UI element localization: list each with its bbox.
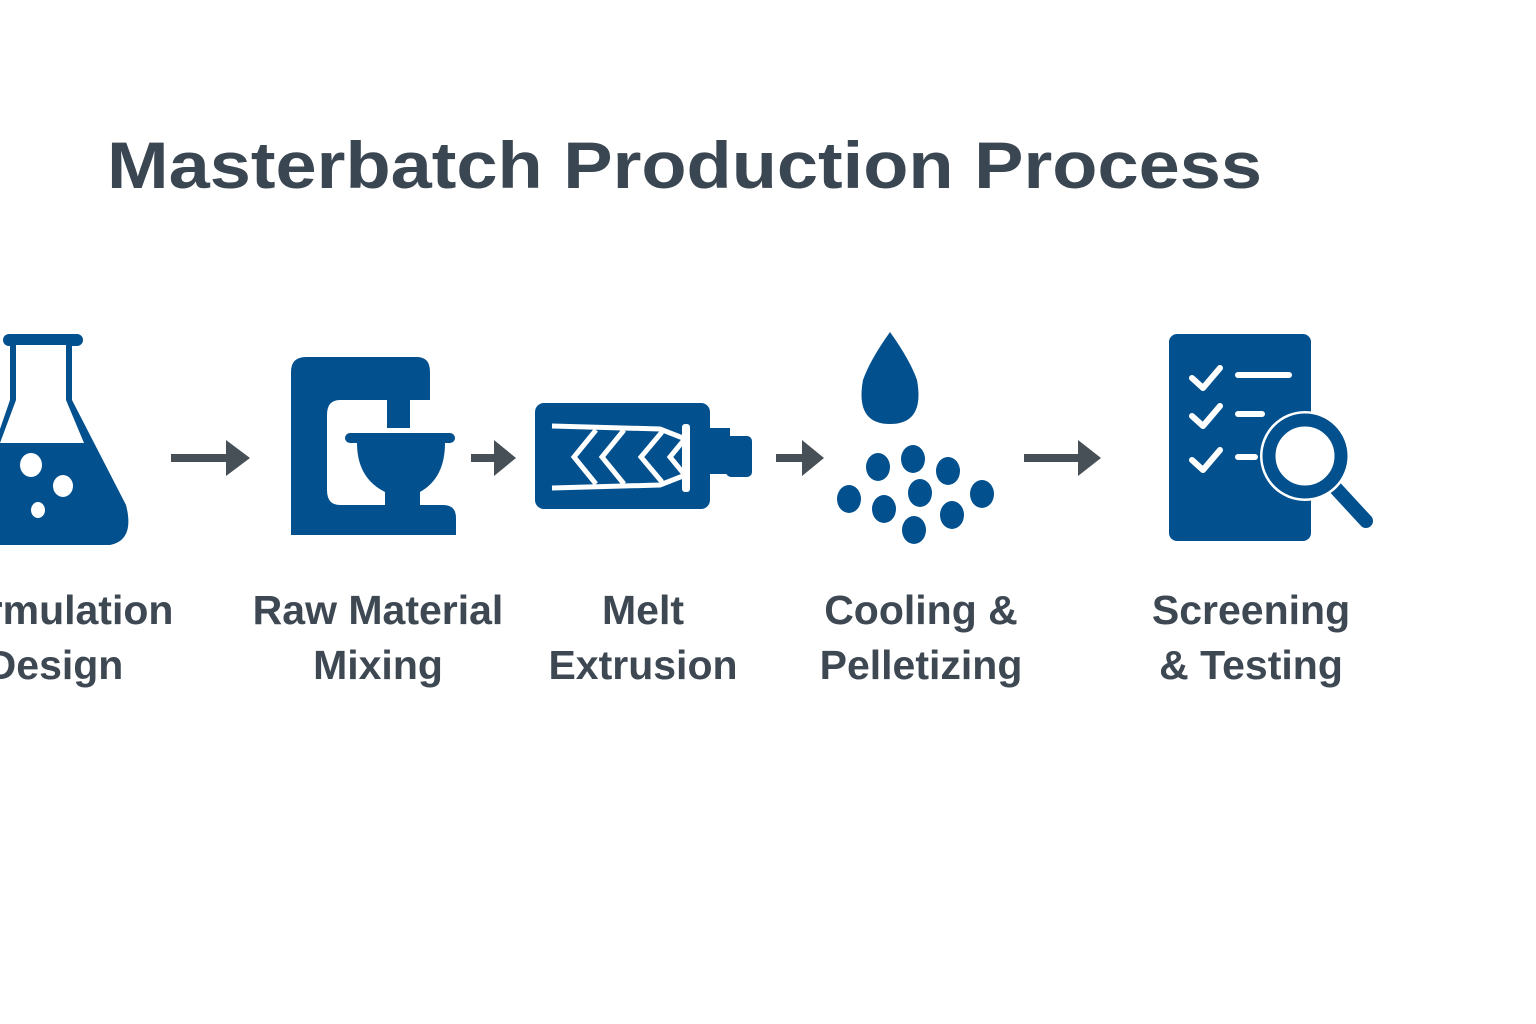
step-label-line1: Cooling & [824,587,1018,633]
step-label-raw-material-mixing: Raw Material Mixing [253,587,504,688]
flask-icon [0,334,129,545]
step-label-line1: Formulation [0,587,173,633]
step-label-line2: Design [0,642,123,688]
step-label-cooling-pelletizing: Cooling & Pelletizing [820,587,1023,688]
step-label-formulation-design: Formulation Design [0,587,173,688]
page-title: Masterbatch Production Process [107,128,1262,202]
arrow-right-icon [776,440,824,476]
step-label-screening-testing: Screening & Testing [1152,587,1350,688]
step-label-line1: Raw Material [253,587,504,633]
step-label-line1: Screening [1152,587,1350,633]
step-label-line2: Mixing [313,642,443,688]
extruder-icon [535,403,752,509]
arrow-right-icon [471,440,516,476]
droplet-pellets-icon [837,332,994,544]
step-label-line2: & Testing [1159,642,1343,688]
step-label-melt-extrusion: Melt Extrusion [548,587,737,688]
arrow-right-icon [171,440,250,476]
step-label-line1: Melt [602,587,684,633]
arrow-right-icon [1024,440,1101,476]
mixer-icon [291,357,456,535]
step-label-line2: Pelletizing [820,642,1023,688]
checklist-magnifier-icon [1169,334,1378,541]
step-label-line2: Extrusion [548,642,737,688]
